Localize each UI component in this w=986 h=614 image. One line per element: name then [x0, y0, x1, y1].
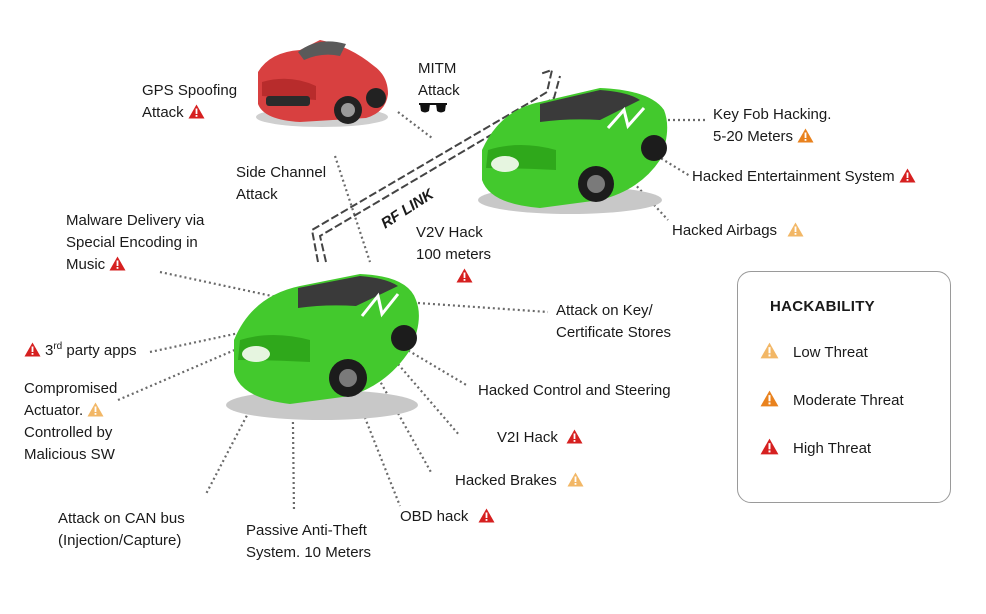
- actuator-label: Compromised Actuator. Controlled by Mali…: [24, 380, 118, 463]
- obd-label: OBD hack: [400, 506, 495, 528]
- brakes-label: Hacked Brakes: [455, 470, 584, 492]
- can-bus-label: Attack on CAN bus (Injection/Capture): [58, 510, 185, 549]
- key-cert-label: Attack on Key/ Certificate Stores: [556, 302, 672, 341]
- key-fob-label: Key Fob Hacking. 5-20 Meters: [713, 106, 832, 145]
- green-car-main: [226, 274, 419, 420]
- airbags-label: Hacked Airbags: [672, 220, 804, 242]
- red-car: [256, 40, 388, 127]
- low-threat-icon: [567, 472, 584, 487]
- green-car-remote: [478, 88, 668, 214]
- legend-box: [737, 271, 951, 503]
- low-threat-icon: [787, 222, 804, 237]
- high-threat-icon: [566, 429, 583, 444]
- legend-high: High Threat: [760, 438, 871, 460]
- low-threat-icon: [760, 342, 779, 359]
- high-threat-icon: [456, 268, 473, 283]
- gps-spoofing-label: GPS Spoofing Attack: [142, 82, 238, 121]
- v2i-label: V2I Hack: [497, 427, 583, 449]
- anti-theft-label: Passive Anti-Theft System. 10 Meters: [246, 522, 372, 561]
- control-steering-label: Hacked Control and Steering: [478, 382, 671, 399]
- high-threat-icon: [24, 342, 41, 357]
- high-threat-icon: [188, 104, 205, 119]
- legend-low: Low Threat: [760, 342, 868, 364]
- side-channel-label: Side Channel Attack: [236, 164, 327, 203]
- moderate-threat-icon: [797, 128, 814, 143]
- mitm-label: MITM Attack: [418, 58, 460, 114]
- legend-title: HACKABILITY: [770, 298, 875, 315]
- legend-moderate: Moderate Threat: [760, 390, 904, 412]
- high-threat-icon: [760, 438, 779, 455]
- high-threat-icon: [899, 168, 916, 183]
- moderate-threat-icon: [760, 390, 779, 407]
- sunglasses-icon: [419, 103, 447, 113]
- high-threat-icon: [109, 256, 126, 271]
- high-threat-icon: [478, 508, 495, 523]
- third-party-label: 3rd party apps: [24, 340, 136, 362]
- v2v-label: V2V Hack 100 meters: [416, 222, 491, 288]
- low-threat-icon: [87, 402, 104, 417]
- entertainment-label: Hacked Entertainment System: [692, 166, 916, 188]
- malware-label: Malware Delivery via Special Encoding in…: [66, 212, 205, 273]
